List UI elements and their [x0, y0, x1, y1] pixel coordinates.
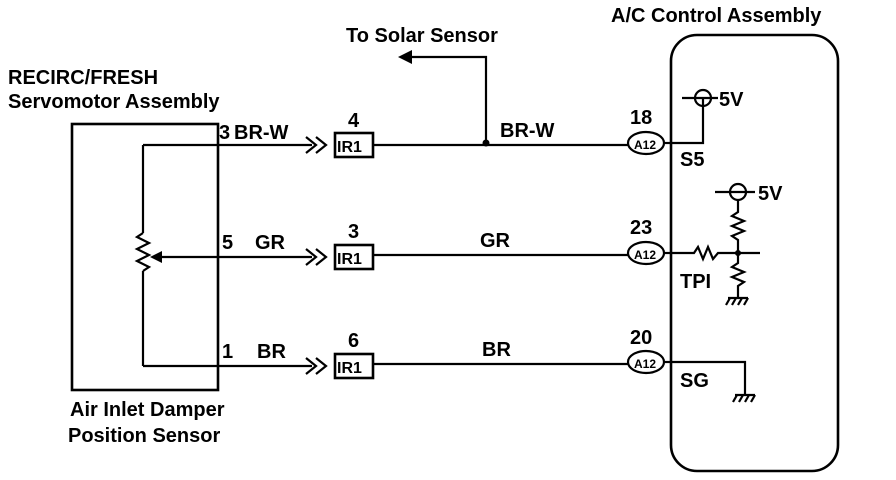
wire-color-label: BR-W	[234, 122, 289, 144]
wire-color-label: GR	[255, 232, 286, 254]
wire-color-label: BR-W	[500, 120, 555, 142]
to-solar-sensor-label: To Solar Sensor	[346, 25, 498, 47]
servo-pin-number: 3	[219, 122, 230, 144]
supply-voltage-label: 5V	[719, 89, 744, 111]
connector-label: IR1	[337, 251, 362, 268]
servo-pin-number: 1	[222, 341, 233, 363]
servo-label-line2: Servomotor Assembly	[8, 91, 220, 113]
sg-ground	[672, 360, 756, 403]
row-gr: IR1 A12 5 GR 3 GR 23 TPI	[216, 217, 711, 293]
sensor-label-line1: Air Inlet Damper	[70, 399, 225, 421]
wire-color-label: BR	[482, 339, 511, 361]
sensor-label-line2: Position Sensor	[68, 425, 220, 447]
connector-label: IR1	[337, 139, 362, 156]
ac-control-assembly-label: A/C Control Assembly	[611, 5, 822, 27]
ecu-connector-label: A12	[634, 248, 656, 262]
row-br-w: IR1 A12 3 BR-W 4 BR-W 18 S5	[143, 107, 704, 171]
s5-supply: 5V	[672, 88, 744, 145]
ecu-connector-label: A12	[634, 138, 656, 152]
ecu-pin-number: 18	[630, 107, 652, 129]
potentiometer-symbol	[134, 145, 216, 366]
servo-label-line1: RECIRC/FRESH	[8, 67, 158, 89]
connector-pin-number: 4	[348, 110, 360, 132]
ecu-connector-label: A12	[634, 357, 656, 371]
terminal-label: SG	[680, 370, 709, 392]
terminal-label: TPI	[680, 271, 711, 293]
connector-pin-number: 6	[348, 330, 359, 352]
terminal-label: S5	[680, 149, 704, 171]
ecu-pin-number: 20	[630, 327, 652, 349]
ecu-pin-number: 23	[630, 217, 652, 239]
servo-pin-number: 5	[222, 232, 233, 254]
ac-control-box	[669, 33, 840, 473]
solar-sensor-arrow	[398, 50, 490, 147]
wire-color-label: BR	[257, 341, 286, 363]
junction-dot	[735, 250, 741, 256]
connector-label: IR1	[337, 360, 362, 377]
wire-color-label: GR	[480, 230, 511, 252]
row-br: IR1 A12 1 BR 6 BR 20 SG	[143, 327, 709, 392]
connector-pin-number: 3	[348, 221, 359, 243]
supply-voltage-label: 5V	[758, 183, 783, 205]
tpi-network: 5V	[672, 182, 783, 306]
